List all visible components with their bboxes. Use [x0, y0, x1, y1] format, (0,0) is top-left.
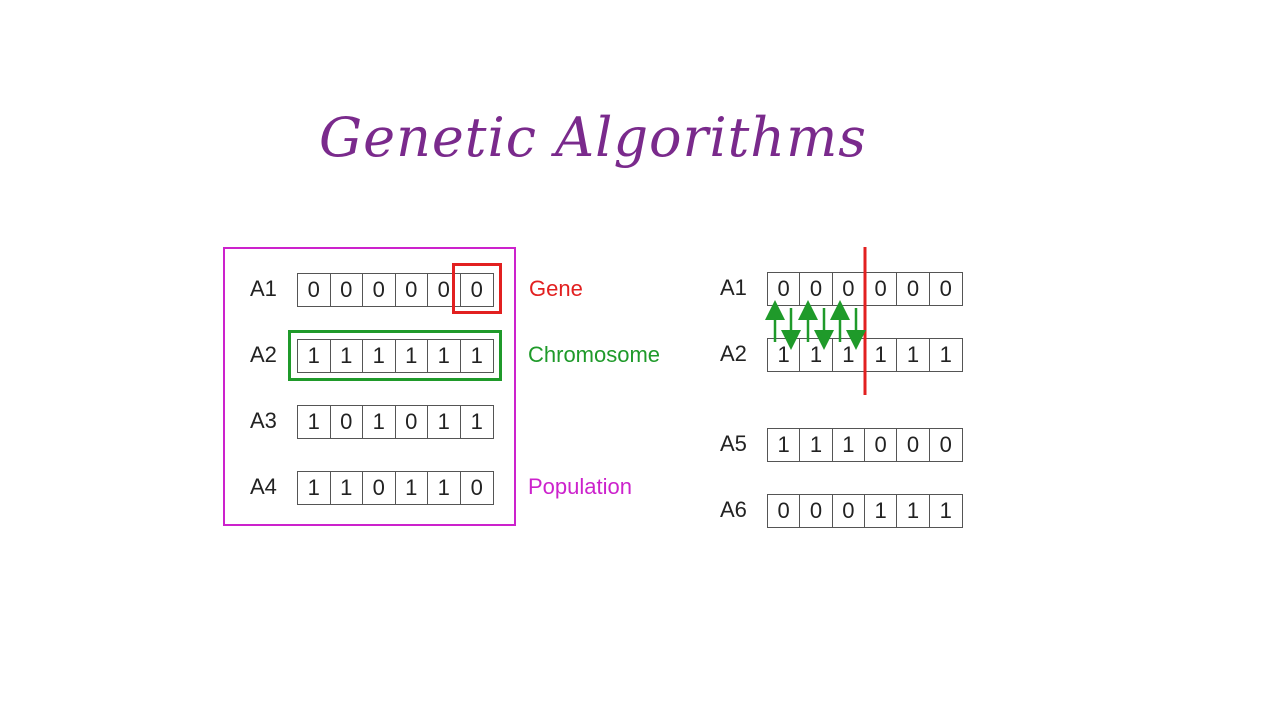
gene-cell: 1: [298, 340, 331, 372]
gene-cell: 0: [470, 277, 483, 302]
gene-cell: 1: [396, 472, 428, 504]
chromosome-highlight-box: [288, 330, 502, 381]
gene-cell: 1: [331, 340, 363, 372]
gene-cell: 0: [833, 273, 865, 305]
gene-cell: 1: [470, 409, 483, 434]
gene-cell: 0: [800, 273, 833, 305]
population-chromosome-a4: 1 1 0 1 1 0: [297, 471, 494, 505]
gene-cell: 0: [363, 472, 396, 504]
gene-cell: 0: [363, 274, 396, 306]
gene-cell: 1: [800, 429, 833, 461]
gene-cell: 0: [331, 274, 363, 306]
gene-cell: 1: [897, 339, 930, 371]
gene-cell: 1: [768, 339, 801, 371]
crossover-parent-label-a1: A1: [720, 275, 747, 300]
gene-cell: 0: [939, 276, 952, 301]
gene-cell: 0: [470, 475, 483, 500]
chromosome-term-label: Chromosome: [528, 342, 661, 367]
gene-cell: 0: [768, 273, 801, 305]
gene-cell: 0: [298, 274, 331, 306]
crossover-parent-label-a2: A2: [720, 341, 747, 366]
gene-cell: 0: [939, 432, 952, 457]
offspring-chromosome-a5: 1 1 1 0 0 0: [767, 428, 963, 462]
row-label-a4: A4: [250, 474, 277, 499]
population-chromosome-a2: 1 1 1 1 1 1: [297, 339, 494, 373]
gene-cell: 0: [833, 495, 865, 527]
population-chromosome-a1: 0 0 0 0 0 0: [297, 273, 494, 307]
gene-cell: 1: [833, 429, 865, 461]
gene-cell: 1: [396, 340, 428, 372]
gene-cell: 1: [428, 340, 461, 372]
population-chromosome-a3: 1 0 1 0 1 1: [297, 405, 494, 439]
gene-cell: 0: [865, 273, 898, 305]
gene-cell: 1: [363, 340, 396, 372]
gene-cell: 0: [897, 429, 930, 461]
gene-cell: 0: [800, 495, 833, 527]
gene-cell: 1: [865, 495, 898, 527]
gene-cell: 0: [396, 274, 428, 306]
gene-cell: 0: [768, 495, 801, 527]
gene-cell: 1: [428, 472, 461, 504]
gene-cell: 0: [428, 274, 461, 306]
gene-cell: 1: [331, 472, 363, 504]
gene-cell: 1: [298, 472, 331, 504]
row-label-a1: A1: [250, 276, 277, 301]
gene-cell: 1: [897, 495, 930, 527]
gene-term-label: Gene: [529, 276, 583, 301]
gene-cell: 1: [939, 498, 952, 523]
gene-cell: 1: [865, 339, 898, 371]
offspring-chromosome-a6: 0 0 0 1 1 1: [767, 494, 963, 528]
offspring-label-a6: A6: [720, 497, 747, 522]
gene-cell: 1: [833, 339, 865, 371]
population-box: [223, 247, 516, 526]
gene-cell: 1: [298, 406, 331, 438]
swap-arrows: [765, 300, 866, 350]
offspring-label-a5: A5: [720, 431, 747, 456]
gene-cell: 1: [800, 339, 833, 371]
crossover-parent-a1: 0 0 0 0 0 0: [767, 272, 963, 306]
page-title: Genetic Algorithms: [318, 106, 868, 169]
crossover-parent-a2: 1 1 1 1 1 1: [767, 338, 963, 372]
gene-cell: 1: [470, 343, 483, 368]
gene-cell: 0: [396, 406, 428, 438]
gene-cell: 1: [768, 429, 801, 461]
gene-cell: 1: [363, 406, 396, 438]
row-label-a3: A3: [250, 408, 277, 433]
gene-cell: 1: [428, 406, 461, 438]
population-term-label: Population: [528, 474, 632, 499]
gene-cell: 0: [865, 429, 898, 461]
row-label-a2: A2: [250, 342, 277, 367]
gene-cell: 0: [897, 273, 930, 305]
gene-cell: 0: [331, 406, 363, 438]
gene-highlight-box: [452, 263, 502, 314]
gene-cell: 1: [939, 342, 952, 367]
